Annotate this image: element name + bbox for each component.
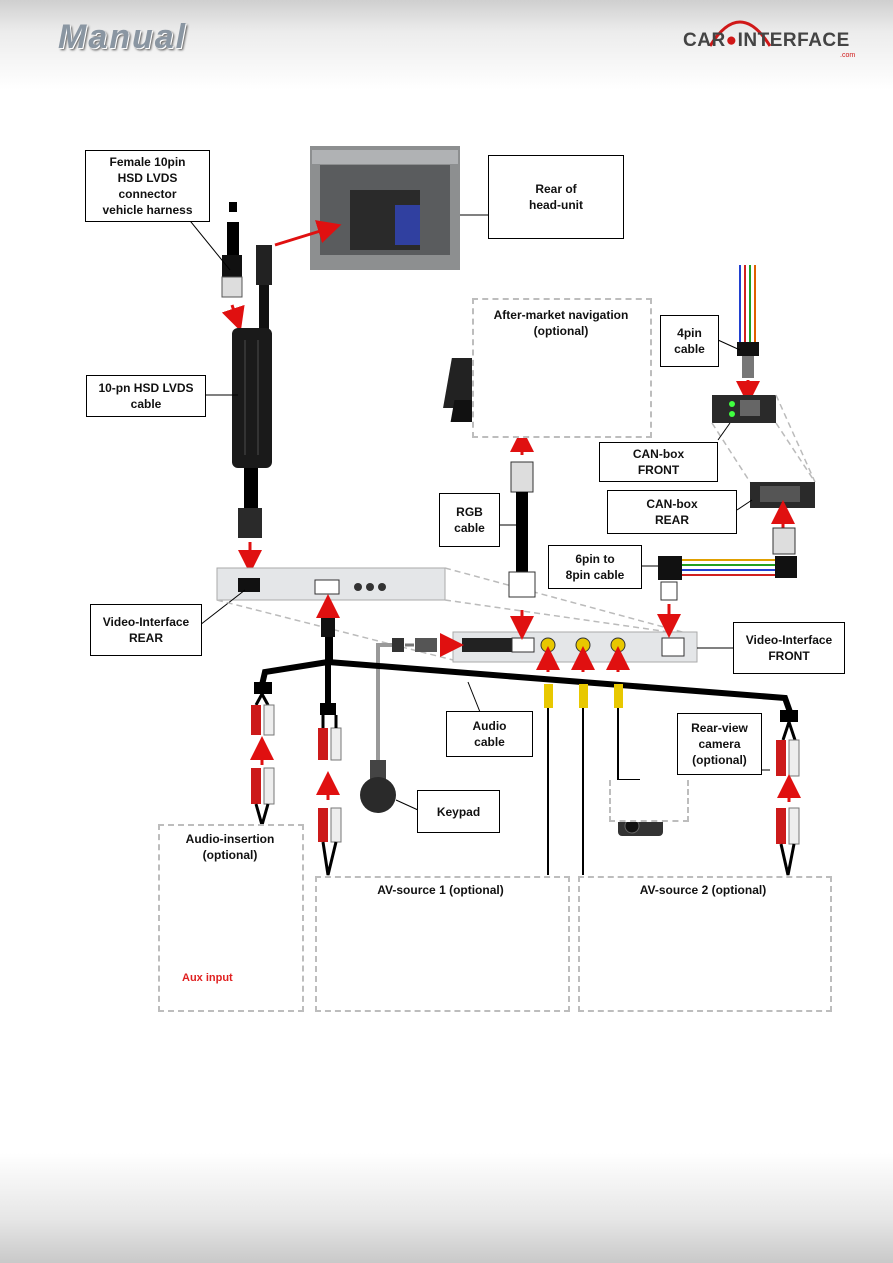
label-audio-cable: Audio cable xyxy=(446,711,533,757)
label-canbox-front: CAN-box FRONT xyxy=(599,442,718,482)
lvds-plug-bottom xyxy=(238,508,262,538)
audio-insertion-group xyxy=(158,824,304,1012)
footer-band xyxy=(0,1153,893,1263)
arrow-female-down xyxy=(221,304,245,332)
label-vi-rear: Video-Interface REAR xyxy=(90,604,202,656)
logo-domain: .com xyxy=(840,52,856,59)
head-unit-photo xyxy=(310,146,460,270)
six-pin-plug xyxy=(658,556,682,580)
label-aux-input: Aux input xyxy=(182,972,233,984)
leader-vi-rear xyxy=(199,589,246,626)
label-av-source-1: AV-source 1 (optional) xyxy=(377,883,504,897)
label-lvds-cable: 10-pn HSD LVDS cable xyxy=(86,375,206,417)
female-connector-body xyxy=(222,255,242,277)
label-canbox-rear: CAN-box REAR xyxy=(607,490,737,534)
four-pin-plug xyxy=(737,342,759,356)
label-audio-insertion: Audio-insertion (optional) xyxy=(185,832,275,862)
logo-swoosh-icon xyxy=(708,20,772,47)
label-rgb-cable: RGB cable xyxy=(439,493,500,547)
logo-interface: INTERFACE xyxy=(737,30,850,51)
female-connector xyxy=(227,222,239,257)
connector-tip xyxy=(229,202,237,212)
label-rear-camera: Rear-view camera (optional) xyxy=(677,713,762,775)
eight-pin-plug xyxy=(775,556,797,578)
rgb-plug xyxy=(508,571,536,598)
av-source-2-group xyxy=(578,876,832,1012)
label-rear-head-unit: Rear of head-unit xyxy=(488,155,624,239)
logo-car: CAR xyxy=(683,30,726,51)
av-source-1-group xyxy=(315,876,570,1012)
male-cable xyxy=(259,285,269,330)
manual-title: Manual xyxy=(58,18,188,56)
logo-dot-icon: ● xyxy=(725,30,738,51)
lvds-cable-body xyxy=(232,328,272,468)
label-aftermarket-nav: After-market navigation (optional) xyxy=(493,308,629,338)
label-vi-front: Video-Interface FRONT xyxy=(733,622,845,674)
keypad-device xyxy=(360,777,396,813)
header-band xyxy=(0,0,893,90)
aftermarket-nav-group xyxy=(472,298,652,438)
label-female-connector: Female 10pin HSD LVDS connector vehicle … xyxy=(85,150,210,222)
label-keypad: Keypad xyxy=(417,790,500,833)
female-connector-plug xyxy=(221,276,243,298)
rear-camera-group xyxy=(609,780,689,822)
label-av-source-2: AV-source 2 (optional) xyxy=(639,883,767,897)
label-six-to-eight-pin: 6pin to 8pin cable xyxy=(548,545,642,589)
label-four-pin-cable: 4pin cable xyxy=(660,315,719,367)
arrow-to-head-unit xyxy=(274,220,342,247)
male-connector xyxy=(256,245,272,285)
brand-logo: CAR●INTERFACE xyxy=(683,30,850,52)
